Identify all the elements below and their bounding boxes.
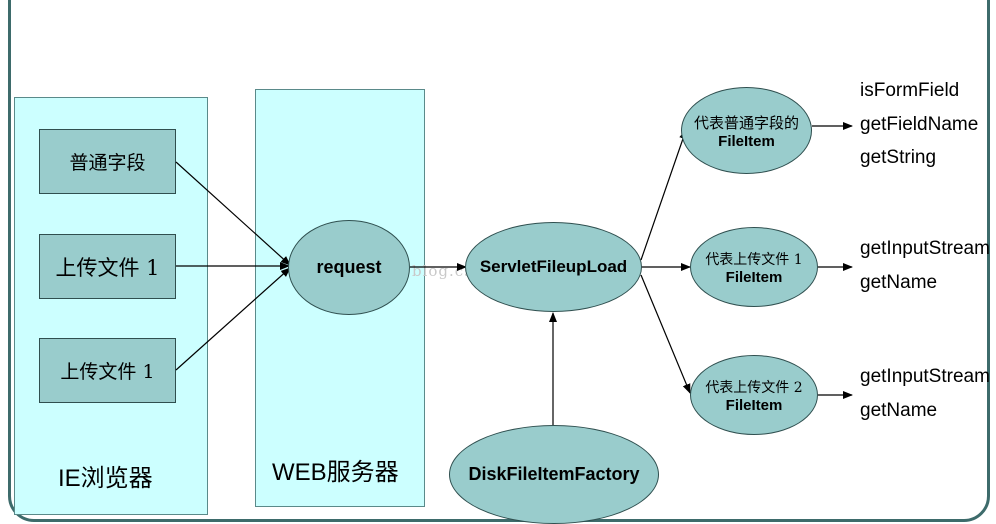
file-item-upload-2-node: 代表上传文件 2 FileItem [690,355,818,435]
request-node: request [288,220,410,315]
file-item-upload-1-line1: 代表上传文件 1 [705,251,803,268]
field-box-normal: 普通字段 [39,129,176,194]
request-node-label: request [316,257,382,277]
file-item-upload-2-line2: FileItem [725,396,783,414]
method-get-name-2: getName [860,400,938,421]
server-panel-label: WEB服务器 [272,459,399,486]
slide-frame [8,0,990,522]
file-item-upload-2-line1: 代表上传文件 2 [705,379,803,396]
file-item-upload-1-node: 代表上传文件 1 FileItem [690,227,818,307]
method-get-name-1: getName [860,272,938,293]
arrow-servlet-item1 [640,129,687,261]
field-box-upload-1b: 上传文件 1 [39,338,176,403]
method-get-string: getString [860,147,937,168]
arrow-field1-request [175,161,291,266]
arrow-servlet-item3 [640,274,691,394]
file-item-upload-1-line2: FileItem [725,268,783,286]
method-get-input-stream-1: getInputStream [860,238,990,259]
file-item-normal-line2: FileItem [718,132,775,150]
method-get-input-stream-2: getInputStream [860,366,990,387]
browser-panel-label: IE浏览器 [58,465,153,492]
disk-file-item-factory-node: DiskFileItemFactory [449,425,659,524]
file-item-normal-node: 代表普通字段的 FileItem [681,87,812,174]
servlet-file-upload-label: ServletFileupLoad [479,257,628,276]
method-get-field-name: getFieldName [860,114,979,135]
servlet-file-upload-node: ServletFileupLoad [465,222,642,312]
disk-file-item-factory-label: DiskFileItemFactory [468,464,640,484]
field-box-upload-1: 上传文件 1 [39,234,176,299]
file-item-normal-line1: 代表普通字段的 [693,113,799,132]
method-is-form-field: isFormField [860,80,960,101]
arrow-field3-request [175,267,291,371]
